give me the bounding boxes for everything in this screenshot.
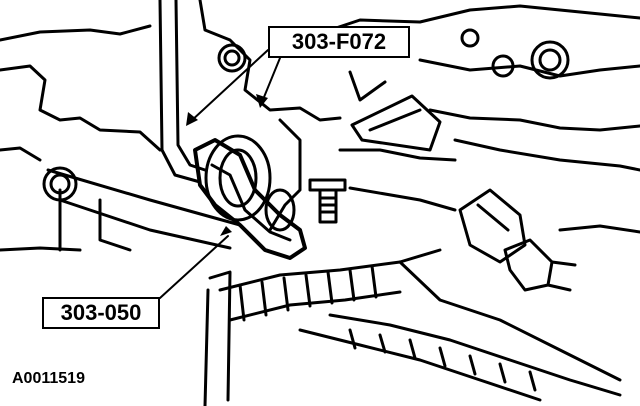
arrowheads — [186, 94, 268, 236]
electrical-connector-right — [458, 188, 577, 292]
tool-callout-303-F072: 303-F072 — [268, 26, 410, 58]
figure-id: A0011519 — [12, 370, 85, 387]
tool-callout-303-050: 303-050 — [42, 297, 160, 329]
tool-rod — [158, 0, 207, 184]
pipe-left — [46, 168, 242, 250]
engine-block-outline — [0, 0, 640, 252]
wiring-harness — [218, 248, 622, 402]
leader-lines — [159, 49, 281, 299]
stud-bolt — [308, 178, 347, 224]
electrical-connector-top — [348, 70, 442, 152]
lower-strut — [203, 270, 232, 406]
bolt-heads — [42, 28, 570, 202]
lifting-eye-and-hook — [193, 134, 307, 260]
